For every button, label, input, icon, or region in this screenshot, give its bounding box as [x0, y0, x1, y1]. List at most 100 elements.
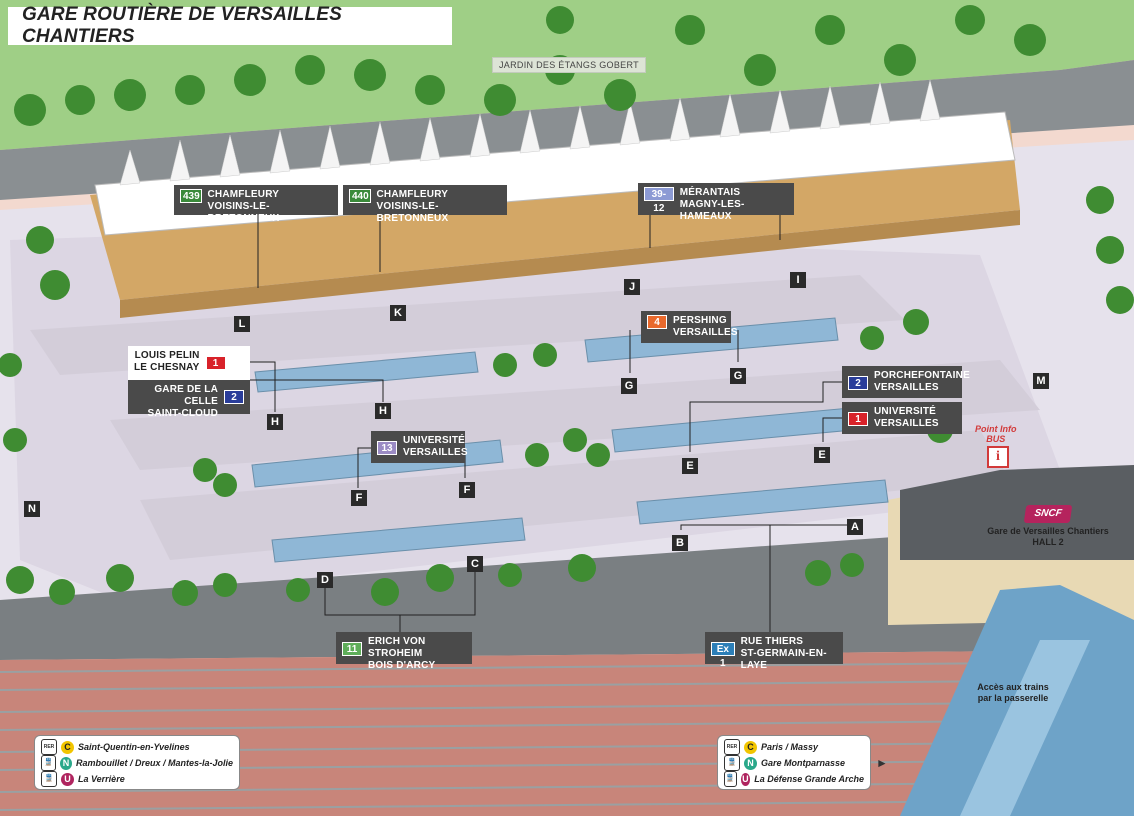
train-access-label: Accès aux trains par la passerelle	[963, 682, 1063, 704]
legend-row: RER C Saint-Quentin-en-Yvelines	[41, 739, 233, 755]
stop-k[interactable]: K	[390, 305, 406, 321]
stop-h-east[interactable]: H	[375, 403, 391, 419]
route-stop-name: PORCHEFONTAINE	[874, 370, 970, 381]
train-icon: 🚆	[41, 771, 57, 787]
route-badge-1: 1	[848, 412, 868, 426]
route-destination: ST-GERMAIN-EN-LAYE	[740, 648, 827, 671]
legend-row: 🚆 N Gare Montparnasse	[724, 755, 864, 771]
legend-row: 🚆 U La Verrière	[41, 771, 233, 787]
legend-row: RER C Paris / Massy	[724, 739, 864, 755]
stop-d[interactable]: D	[317, 572, 333, 588]
park-label: JARDIN DES ÉTANGS GOBERT	[492, 57, 646, 73]
station-roof	[900, 465, 1134, 560]
stop-e-east[interactable]: E	[814, 447, 830, 463]
map-title: GARE ROUTIÈRE DE VERSAILLES CHANTIERS	[8, 4, 452, 47]
route-stop-name: UNIVERSITÉ	[874, 406, 937, 417]
stop-l[interactable]: L	[234, 316, 250, 332]
legend-destination: Gare Montparnasse	[761, 758, 846, 768]
route-badge-39-12: 39-12	[644, 187, 674, 214]
stop-n[interactable]: N	[24, 501, 40, 517]
lane-3	[140, 430, 1010, 560]
info-icon[interactable]: i	[987, 446, 1009, 468]
route-destination: BOIS D'ARCY	[368, 660, 436, 671]
route-badge-439: 439	[180, 189, 202, 203]
access-line-1: Accès aux trains	[977, 682, 1049, 692]
stop-f-east[interactable]: F	[459, 482, 475, 498]
route-badge-1: 1	[205, 356, 226, 370]
sncf-logo: SNCF	[1023, 505, 1073, 523]
route-stop-name: MÉRANTAIS	[679, 187, 741, 198]
route-badge-440: 440	[349, 189, 371, 203]
route-destination: VERSAILLES	[403, 447, 468, 458]
route-badge-11: 11	[342, 642, 362, 656]
route-badge-13: 13	[377, 441, 397, 455]
legend-westbound: RER C Saint-Quentin-en-Yvelines 🚆 N Ramb…	[34, 735, 240, 790]
route-badge-ex1: Ex 1	[711, 642, 735, 669]
legend-destination: La Verrière	[78, 774, 125, 784]
stop-b[interactable]: B	[672, 535, 688, 551]
route-destination: VOISINS-LE-BRETONNEUX	[376, 201, 449, 224]
legend-destination: Paris / Massy	[761, 742, 819, 752]
stop-a[interactable]: A	[847, 519, 863, 535]
roof-spikes	[119, 79, 941, 186]
arrow-right-icon: ►	[876, 756, 888, 770]
legend-row: 🚆 U La Défense Grande Arche	[724, 771, 864, 787]
route-stop-name: UNIVERSITÉ	[403, 435, 466, 446]
info-point-subtitle: BUS	[986, 434, 1006, 444]
route-destination: MAGNY-LES-HAMEAUX	[679, 199, 745, 222]
route-stop-name: CHAMFLEURY	[376, 189, 449, 200]
route-destination: VERSAILLES	[874, 418, 939, 429]
line-n-icon: N	[744, 756, 757, 770]
stop-j[interactable]: J	[624, 279, 640, 295]
line-c-icon: C	[61, 740, 74, 754]
route-stop-name: GARE DE LA CELLE	[154, 384, 218, 407]
station-label: Gare de Versailles Chantiers HALL 2	[968, 526, 1128, 548]
stop-g-west[interactable]: G	[621, 378, 637, 394]
info-point-title: Point Info	[975, 424, 1017, 434]
route-stop-name: RUE THIERS	[740, 636, 804, 647]
legend-destination: Saint-Quentin-en-Yvelines	[78, 742, 190, 752]
route-stop-name: LOUIS PELIN	[134, 350, 200, 361]
route-stop-name: CHAMFLEURY	[207, 189, 280, 200]
route-badge-4: 4	[647, 315, 667, 329]
connector-lines	[250, 215, 855, 632]
legend-destination: La Défense Grande Arche	[754, 774, 864, 784]
route-stop-name: ERICH VON STROHEIM	[368, 636, 426, 659]
stop-i[interactable]: I	[790, 272, 806, 288]
line-u-icon: U	[61, 772, 74, 786]
legend-destination: Rambouillet / Dreux / Mantes-la-Jolie	[75, 758, 233, 768]
stop-h-west[interactable]: H	[267, 414, 283, 430]
route-destination: VERSAILLES	[673, 327, 738, 338]
route-badge-2: 2	[848, 376, 868, 390]
train-icon: 🚆	[724, 755, 740, 771]
rer-icon: RER	[41, 739, 57, 755]
station-name: Gare de Versailles Chantiers	[987, 526, 1109, 536]
stop-f-west[interactable]: F	[351, 490, 367, 506]
legend-row: 🚆 N Rambouillet / Dreux / Mantes-la-Joli…	[41, 755, 233, 771]
stop-m[interactable]: M	[1033, 373, 1049, 389]
train-icon: 🚆	[724, 771, 737, 787]
route-destination: SAINT-CLOUD	[147, 408, 218, 419]
line-c-icon: C	[744, 740, 757, 754]
route-destination: VERSAILLES	[874, 382, 939, 393]
access-line-2: par la passerelle	[977, 693, 1049, 703]
route-destination: VOISINS-LE-BRETONNEUX	[207, 201, 280, 224]
stop-c[interactable]: C	[467, 556, 483, 572]
stop-e-west[interactable]: E	[682, 458, 698, 474]
route-badge-2: 2	[224, 390, 244, 404]
rer-icon: RER	[724, 739, 740, 755]
trees	[0, 5, 1134, 606]
stop-g-east[interactable]: G	[730, 368, 746, 384]
